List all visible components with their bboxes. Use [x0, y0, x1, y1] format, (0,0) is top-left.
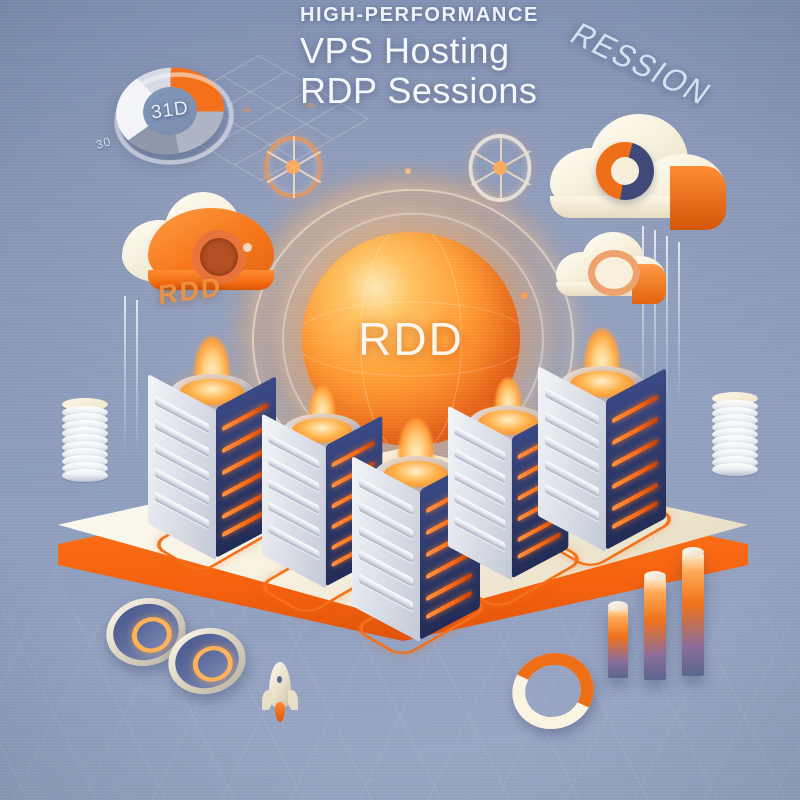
rack-side-panel — [606, 368, 666, 550]
headline-line-2: RDP Sessions — [300, 70, 538, 112]
bar-3 — [682, 547, 704, 676]
gear-wheel-icon — [262, 136, 324, 198]
perspective-word: RESSION — [563, 17, 719, 112]
cloud-side-orange-2 — [670, 166, 726, 230]
accent-dot — [243, 243, 252, 252]
rocket-icon — [262, 662, 298, 724]
server-rack — [448, 377, 569, 586]
coin-stack-left — [62, 398, 110, 484]
cloud-drop-line — [666, 236, 668, 408]
server-rack — [352, 418, 482, 658]
sphere-label: RDD — [358, 313, 464, 365]
cloud-right-small — [556, 228, 674, 312]
bar-1 — [608, 601, 628, 678]
cloud-left — [118, 186, 294, 306]
cloud-drop-line — [654, 230, 656, 412]
server-rack — [262, 385, 383, 594]
headline-line-1: VPS Hosting — [300, 30, 510, 71]
cloud-drop-line — [136, 300, 138, 456]
gear-wheel-icon-2 — [466, 134, 534, 202]
server-rack — [538, 328, 668, 568]
accent-dot — [521, 292, 528, 299]
headline-kicker: HIGH-PERFORMANCE — [300, 3, 539, 27]
server-rack — [148, 336, 278, 576]
cloud-right-large — [548, 108, 738, 244]
cloud-small-ring — [588, 250, 640, 296]
cloud-drop-line — [642, 226, 644, 416]
cloud-drop-line — [124, 296, 126, 456]
cloud-donut-chart — [596, 142, 654, 200]
accent-dot — [405, 168, 411, 174]
bar-2 — [644, 571, 666, 680]
headline-block: HIGH-PERFORMANCE VPS Hosting RDP Session… — [300, 4, 760, 112]
gauge-value-label: 31D — [149, 97, 191, 124]
donut-gauge-chart: 31D — [108, 55, 240, 173]
cloud-port-ring — [192, 230, 246, 284]
axis-tick-label: 30 — [94, 134, 113, 152]
coin-stack-right — [712, 392, 760, 478]
cloud-drop-line — [678, 242, 680, 406]
